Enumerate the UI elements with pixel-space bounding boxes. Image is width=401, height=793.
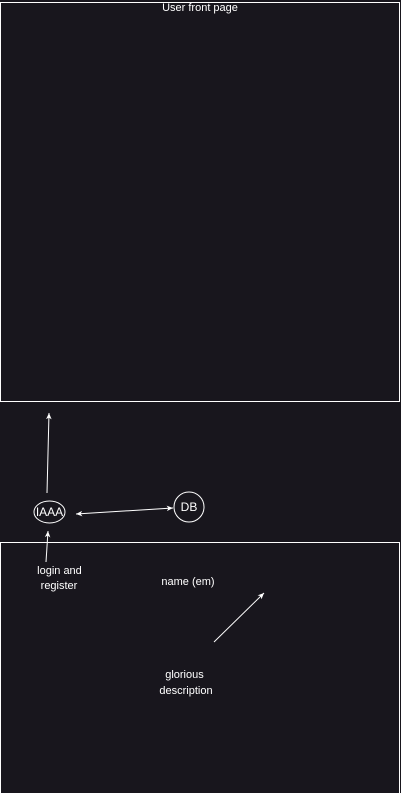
- arrow-iaaa-db[interactable]: [75, 505, 174, 517]
- description-line-1: glorious: [165, 669, 204, 681]
- login-register-line-2: register: [41, 580, 78, 592]
- db-label: DB: [181, 500, 198, 514]
- iaaa-node[interactable]: [33, 500, 66, 524]
- name-label: name (em): [161, 576, 214, 588]
- user-front-page-title: User front page: [162, 2, 238, 14]
- db-node[interactable]: [173, 491, 205, 523]
- bottom-container[interactable]: [0, 542, 400, 793]
- login-register-label: login and register: [37, 565, 85, 592]
- arrow-description-to-name[interactable]: [213, 592, 265, 643]
- description-line-2: description: [159, 685, 212, 697]
- user-front-page-container[interactable]: [0, 2, 400, 402]
- iaaa-label: IAAA: [36, 505, 63, 519]
- arrow-bottom-to-iaaa[interactable]: [44, 530, 51, 563]
- arrow-iaaa-to-front-page[interactable]: [46, 412, 52, 494]
- description-label: glorious description: [159, 669, 212, 697]
- login-register-line-1: login and: [37, 565, 82, 577]
